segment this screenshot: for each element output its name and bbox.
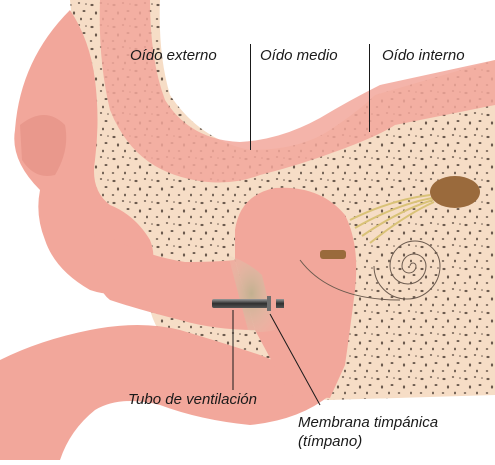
middle-inner-divider — [369, 44, 370, 132]
tympanic-membrane-label-line2: (tímpano) — [298, 434, 362, 451]
tympanic-membrane-label-line1: Membrana timpánica — [298, 415, 438, 432]
ventilation-tube-label: Tubo de ventilación — [128, 392, 257, 409]
ossicle — [320, 250, 346, 259]
vestibule — [430, 176, 480, 208]
outer-ear-label: Oído externo — [130, 48, 217, 65]
middle-ear-label: Oído medio — [260, 48, 338, 65]
outer-middle-divider — [250, 44, 251, 150]
inner-ear-label: Oído interno — [382, 48, 465, 65]
